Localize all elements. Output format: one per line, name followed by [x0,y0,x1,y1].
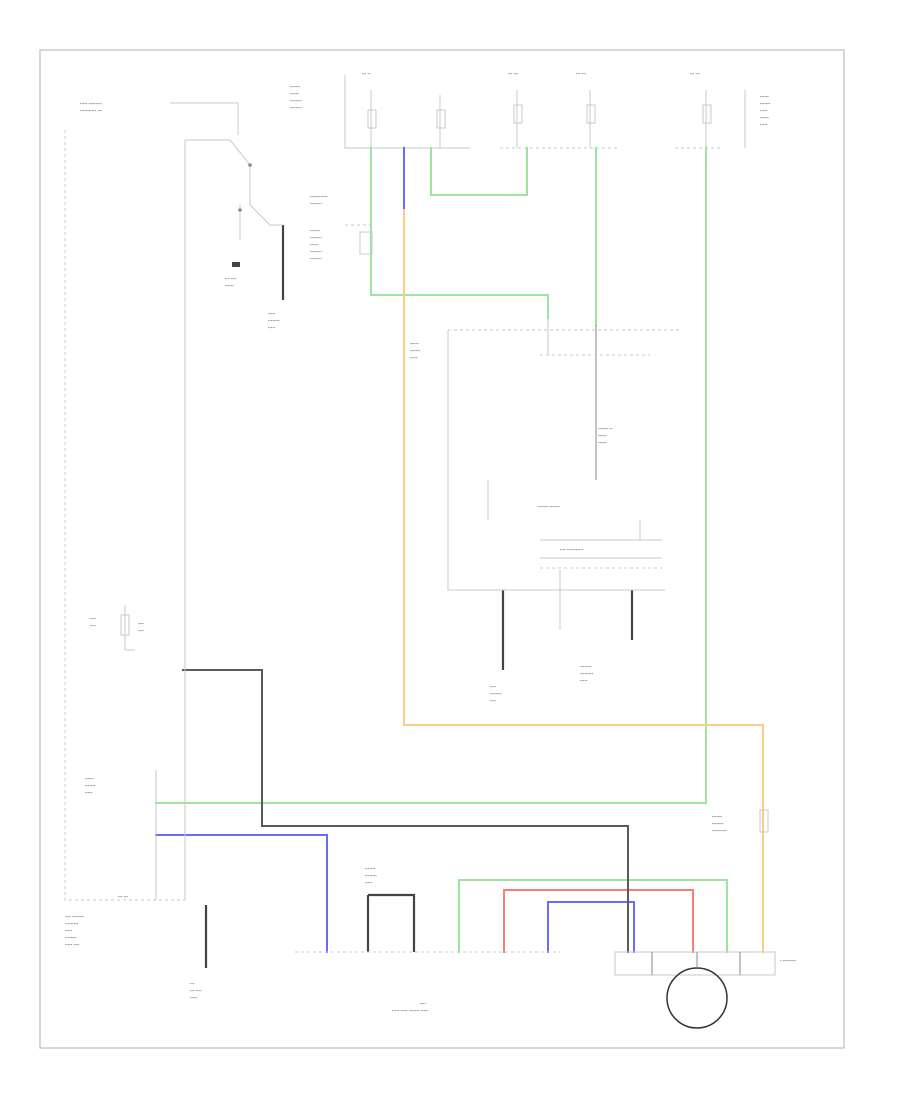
svg-text:▪▪▪▪▪▪▪▪: ▪▪▪▪▪▪▪▪ [712,821,724,826]
svg-text:▪▪▪▪▪: ▪▪▪▪▪ [760,122,768,127]
svg-text:▪▪▪▪: ▪▪▪▪ [420,1001,426,1006]
control-module: ▪▪▪▪▪▪ ▪▪▪▪▪▪▪ ▪▪▪▪▪ ▪▪▪▪▪▪▪ ▪▪▪▪▪▪▪ ▪▪▪… [410,318,680,703]
svg-text:▪▪▪▪▪▪▪▪: ▪▪▪▪▪▪▪▪ [580,664,592,669]
svg-text:▪▪▪▪▪▪: ▪▪▪▪▪▪ [598,433,607,438]
svg-text:▪▪▪▪▪▪: ▪▪▪▪▪▪ [290,91,299,96]
svg-text:▪▪▪▪▪: ▪▪▪▪▪ [580,678,588,683]
svg-text:▪▪▪▪▪▪▪▪: ▪▪▪▪▪▪▪▪ [365,873,377,878]
svg-text:▪▪▪▪: ▪▪▪▪ [90,616,96,621]
svg-text:▪▪▪▪: ▪▪▪▪ [90,623,96,628]
svg-text:▪▪▪▪▪▪▪▪: ▪▪▪▪▪▪▪▪ [310,249,322,254]
svg-text:▪▪▪▪▪▪: ▪▪▪▪▪▪ [760,94,769,99]
motor-symbol [651,952,741,1029]
svg-text:▪▪▪▪▪▪▪▪: ▪▪▪▪▪▪▪▪ [268,318,280,323]
svg-text:▪▪▪▪ ▪▪▪▪▪▪▪▪▪▪▪: ▪▪▪▪ ▪▪▪▪▪▪▪▪▪▪▪ [560,547,584,552]
svg-text:▪▪▪▪▪▪▪ ▪▪: ▪▪▪▪▪▪▪ ▪▪ [598,426,613,431]
svg-text:▪▪▪: ▪▪▪ [190,981,195,986]
red-wire [503,889,694,953]
svg-text:▪▪▪▪▪▪▪: ▪▪▪▪▪▪▪ [85,783,96,788]
yellow-wire [403,209,764,953]
svg-text:▪▪▪▪▪: ▪▪▪▪▪ [410,355,418,360]
svg-text:▪▪▪▪▪▪▪▪: ▪▪▪▪▪▪▪▪ [490,691,502,696]
svg-text:▪▪▪▪: ▪▪▪▪ [138,628,144,633]
svg-text:▪▪▪▪▪▪▪ ▪▪▪▪▪▪▪: ▪▪▪▪▪▪▪ ▪▪▪▪▪▪▪ [538,504,560,509]
svg-text:▪▪▪▪: ▪▪▪▪ [138,621,144,626]
black-wires [182,225,634,968]
diagram-frame [39,49,845,1049]
svg-text:▪▪▪▪▪▪: ▪▪▪▪▪▪ [598,440,607,445]
bottom-connector: ▪▪▪▪ ▪▪▪▪▪ ▪▪▪▪▪ ▪▪▪▪▪▪▪ ▪▪▪▪▪ ▪▪▪▪▪▪▪ ▪… [190,809,797,1013]
svg-text:▪▪▪▪▪: ▪▪▪▪▪ [85,790,93,795]
switch-cluster: ▪▪▪▪▪▪▪ ▪▪▪▪▪▪▪▪ ▪▪▪▪▪▪ ▪▪▪▪▪▪▪▪ ▪▪▪▪▪▪▪… [225,194,373,330]
svg-text:▪▪▪ ▪▪▪: ▪▪▪ ▪▪▪ [576,71,587,76]
svg-text:▪▪▪▪▪▪▪▪: ▪▪▪▪▪▪▪▪ [310,235,322,240]
svg-text:▪▪▪▪▪: ▪▪▪▪▪ [65,928,73,933]
blue-wires [155,147,635,953]
svg-text:▪▪▪▪▪▪▪: ▪▪▪▪▪▪▪ [310,228,321,233]
svg-text:▪▪▪▪▪▪▪: ▪▪▪▪▪▪▪ [410,348,421,353]
svg-text:▪▪▪▪▪▪▪▪▪: ▪▪▪▪▪▪▪▪▪ [65,921,79,926]
svg-text:▪▪▪▪▪▪▪: ▪▪▪▪▪▪▪ [365,866,376,871]
svg-text:▪▪▪▪▪▪▪▪: ▪▪▪▪▪▪▪▪ [310,256,322,261]
svg-text:▪▪▪▪▪▪: ▪▪▪▪▪▪ [85,776,94,781]
svg-text:▪▪▪▪▪▪: ▪▪▪▪▪▪ [310,242,319,247]
svg-text:▪ ▪▪▪▪▪▪▪▪▪: ▪ ▪▪▪▪▪▪▪▪▪ [780,958,797,963]
left-harness: ▪▪▪▪▪ ▪▪▪▪▪▪▪▪▪ ▪▪▪▪▪▪▪▪▪▪▪ ▪▪▪ ▪▪▪▪ ▪▪▪… [64,101,283,947]
svg-text:▪▪▪▪▪▪▪: ▪▪▪▪▪▪▪ [760,101,771,106]
svg-text:▪▪▪▪▪▪▪▪▪▪▪▪: ▪▪▪▪▪▪▪▪▪▪▪▪ [310,194,328,199]
svg-text:▪▪▪ ▪▪▪▪: ▪▪▪ ▪▪▪▪ [225,276,237,281]
svg-text:▪▪▪▪▪: ▪▪▪▪▪ [268,311,276,316]
green-wires [155,147,728,953]
svg-text:▪▪▪▪▪▪: ▪▪▪▪▪▪ [760,115,769,120]
svg-text:▪▪▪▪: ▪▪▪▪ [490,698,496,703]
svg-text:▪▪▪ ▪▪▪: ▪▪▪ ▪▪▪ [508,71,519,76]
svg-text:▪▪▪▪▪ ▪▪▪▪: ▪▪▪▪▪ ▪▪▪▪ [65,942,80,947]
svg-text:▪▪▪▪▪: ▪▪▪▪▪ [190,995,198,1000]
svg-text:▪▪▪ ▪▪▪▪: ▪▪▪ ▪▪▪▪ [190,988,202,993]
svg-text:▪▪▪▪▪▪▪▪: ▪▪▪▪▪▪▪▪ [290,98,302,103]
svg-text:▪▪▪▪▪: ▪▪▪▪▪ [760,108,768,113]
svg-text:▪▪▪ ▪▪▪: ▪▪▪ ▪▪▪ [118,894,129,899]
svg-text:▪▪▪▪▪▪▪▪▪▪: ▪▪▪▪▪▪▪▪▪▪ [712,828,727,833]
svg-text:▪▪▪▪▪: ▪▪▪▪▪ [365,880,373,885]
svg-text:▪▪▪ ▪▪▪: ▪▪▪ ▪▪▪ [690,71,701,76]
svg-text:▪▪▪▪▪: ▪▪▪▪▪ [268,325,276,330]
top-fuse-row: ▪▪▪ ▪▪ ▪▪▪ ▪▪▪ ▪▪▪ ▪▪▪ ▪▪▪ ▪▪▪ ▪▪▪▪▪▪▪ ▪… [290,71,771,149]
svg-text:▪▪▪ ▪▪: ▪▪▪ ▪▪ [362,71,371,76]
svg-text:▪▪▪▪▪ ▪▪▪▪▪▪▪▪▪: ▪▪▪▪▪ ▪▪▪▪▪▪▪▪▪ [80,101,102,106]
svg-text:▪▪▪▪: ▪▪▪▪ [490,684,496,689]
svg-text:▪▪▪▪▪▪▪▪: ▪▪▪▪▪▪▪▪ [290,105,302,110]
svg-text:▪▪▪▪▪▪▪▪: ▪▪▪▪▪▪▪▪ [65,935,77,940]
svg-text:▪▪▪▪▪▪: ▪▪▪▪▪▪ [225,283,234,288]
svg-text:▪▪▪▪▪▪▪▪▪: ▪▪▪▪▪▪▪▪▪ [580,671,594,676]
svg-text:▪▪▪▪▪▪▪: ▪▪▪▪▪▪▪ [290,84,301,89]
svg-text:▪▪▪▪▪▪▪▪▪▪▪ ▪▪▪: ▪▪▪▪▪▪▪▪▪▪▪ ▪▪▪ [80,108,102,113]
svg-text:▪▪▪▪▪ ▪▪▪▪▪ ▪▪▪▪▪▪▪ ▪▪▪▪▪: ▪▪▪▪▪ ▪▪▪▪▪ ▪▪▪▪▪▪▪ ▪▪▪▪▪ [392,1008,429,1013]
svg-text:▪▪▪▪▪▪▪▪: ▪▪▪▪▪▪▪▪ [310,201,322,206]
svg-text:▪▪▪▪▪▪▪: ▪▪▪▪▪▪▪ [712,814,723,819]
svg-text:▪▪▪▪ ▪▪▪▪▪▪▪▪: ▪▪▪▪ ▪▪▪▪▪▪▪▪ [65,914,84,919]
svg-text:▪▪▪▪▪▪: ▪▪▪▪▪▪ [410,341,419,346]
